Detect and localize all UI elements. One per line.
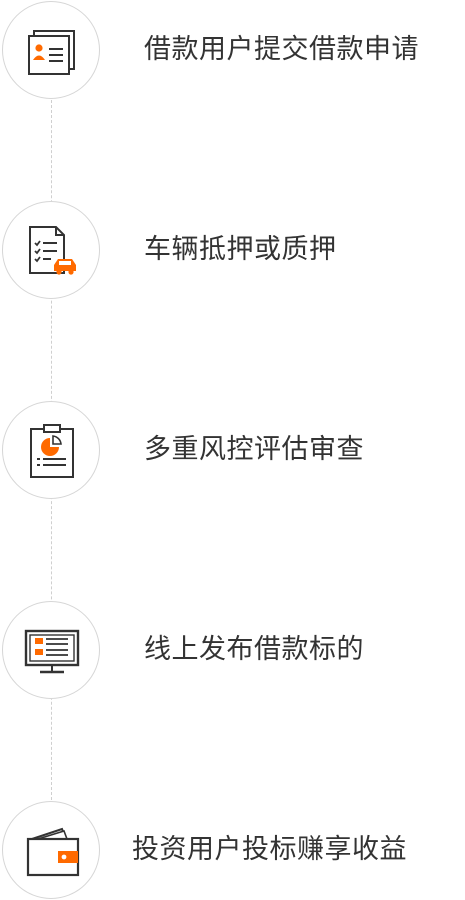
step-3-label: 多重风控评估审查 [144, 434, 364, 465]
step-5-label: 投资用户投标赚享收益 [132, 834, 407, 865]
step-1-icon-circle [2, 1, 100, 99]
process-step-3: 多重风控评估审查 [0, 400, 465, 500]
step-3-icon-circle [2, 401, 100, 499]
step-2-label: 车辆抵押或质押 [144, 234, 337, 265]
risk-report-icon [30, 424, 74, 478]
wallet-icon [26, 827, 80, 877]
process-step-4: 线上发布借款标的 [0, 600, 465, 700]
process-step-1: 借款用户提交借款申请 [0, 0, 465, 100]
step-2-icon-circle [2, 201, 100, 299]
process-step-5: 投资用户投标赚享收益 [0, 800, 465, 900]
step-1-label: 借款用户提交借款申请 [144, 34, 419, 65]
application-form-icon [28, 30, 75, 75]
step-4-icon-circle [2, 601, 100, 699]
step-4-label: 线上发布借款标的 [144, 634, 364, 665]
step-5-icon-circle [2, 801, 100, 899]
monitor-listing-icon [24, 629, 80, 674]
vehicle-document-icon [29, 226, 76, 275]
process-step-2: 车辆抵押或质押 [0, 200, 465, 300]
